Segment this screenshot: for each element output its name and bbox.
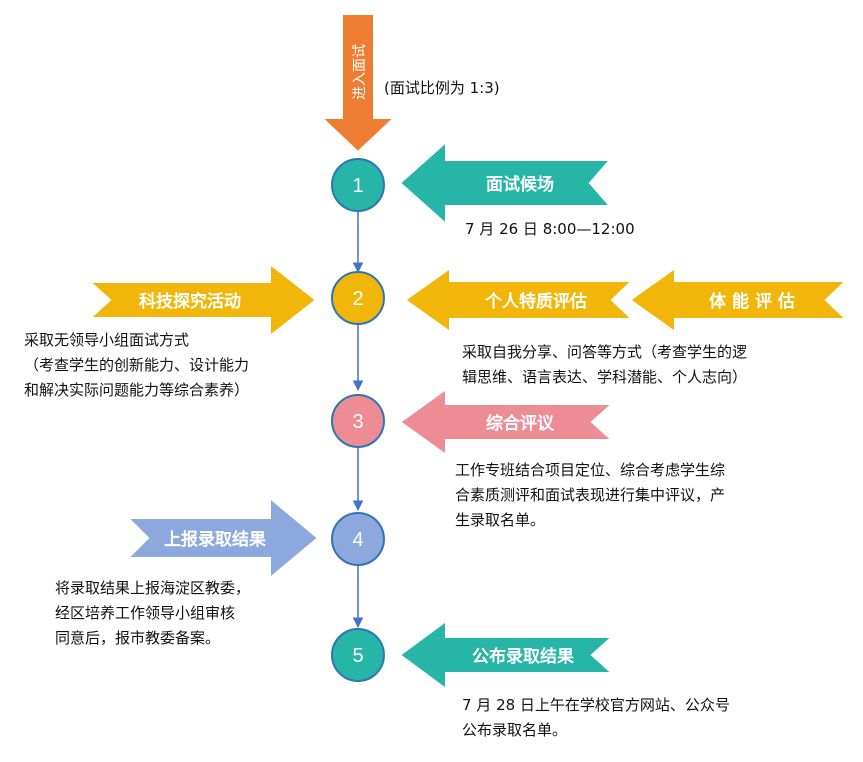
text-line: 生录取名单。	[455, 511, 546, 529]
text-line: 经区培养工作领导小组审核	[55, 604, 236, 622]
text-line: 采取无领导小组面试方式	[24, 331, 190, 349]
comprehensive-arrow-label: 综合评议	[486, 413, 555, 434]
step-node-1: 1	[331, 158, 385, 212]
step-node-4: 4	[331, 512, 385, 566]
personal-eval-arrow-label: 个人特质评估	[484, 291, 587, 312]
step-number: 4	[352, 529, 363, 551]
personal-eval-arrow: 个人特质评估	[403, 266, 635, 334]
entry-arrow-label: 进入面试	[352, 44, 368, 100]
personal-eval-description: 采取自我分享、问答等方式（考查学生的逻 辑思维、语言表达、学科潜能、个人志向）	[462, 340, 747, 390]
waiting-time: 7 月 26 日 8:00—12:00	[465, 220, 635, 238]
step-node-5: 5	[331, 628, 385, 682]
report-arrow-label: 上报录取结果	[164, 529, 266, 550]
physical-eval-arrow-label: 体 能 评 估	[709, 291, 795, 312]
text-line: 7 月 28 日上午在学校官方网站、公众号	[462, 696, 730, 714]
step-number: 5	[352, 645, 363, 667]
step-number: 1	[352, 175, 363, 197]
text-line: 合素质测评和面试表现进行集中评议，产	[455, 486, 726, 504]
text-line: 辑思维、语言表达、学科潜能、个人志向）	[462, 368, 748, 386]
report-description: 将录取结果上报海淀区教委， 经区培养工作领导小组审核 同意后，报市教委备案。	[55, 576, 250, 651]
step-node-2: 2	[331, 271, 385, 325]
step-number: 3	[352, 411, 363, 433]
publish-arrow-label: 公布录取结果	[472, 646, 574, 667]
tech-activity-arrow: 科技探究活动	[87, 261, 318, 339]
text-line: 和解决实际问题能力等综合素养）	[24, 381, 250, 399]
step-node-3: 3	[331, 394, 385, 448]
waiting-arrow-label: 面试候场	[486, 174, 554, 195]
text-line: （考查学生的创新能力、设计能力	[24, 356, 250, 374]
waiting-arrow: 面试候场	[398, 139, 613, 227]
publish-description: 7 月 28 日上午在学校官方网站、公众号 公布录取名单。	[462, 693, 730, 743]
comprehensive-description: 工作专班结合项目定位、综合考虑学生综 合素质测评和面试表现进行集中评议，产 生录…	[455, 458, 725, 533]
tech-activity-description: 采取无领导小组面试方式 （考查学生的创新能力、设计能力 和解决实际问题能力等综合…	[24, 328, 249, 403]
publish-arrow: 公布录取结果	[398, 619, 615, 691]
step-number: 2	[352, 288, 363, 310]
text-line: 将录取结果上报海淀区教委，	[55, 579, 251, 597]
entry-arrow: 进入面试	[319, 13, 397, 154]
text-line: 工作专班结合项目定位、综合考虑学生综	[455, 461, 726, 479]
text-line: 公布录取名单。	[462, 721, 568, 739]
tech-activity-arrow-label: 科技探究活动	[139, 291, 241, 312]
text-line: 采取自我分享、问答等方式（考查学生的逻	[462, 343, 748, 361]
physical-eval-arrow: 体 能 评 估	[628, 266, 849, 334]
text-line: 同意后，报市教委备案。	[55, 629, 221, 647]
report-arrow: 上报录取结果	[125, 495, 320, 581]
interview-ratio-note: (面试比例为 1:3)	[384, 79, 500, 97]
comprehensive-arrow: 综合评议	[398, 387, 615, 457]
